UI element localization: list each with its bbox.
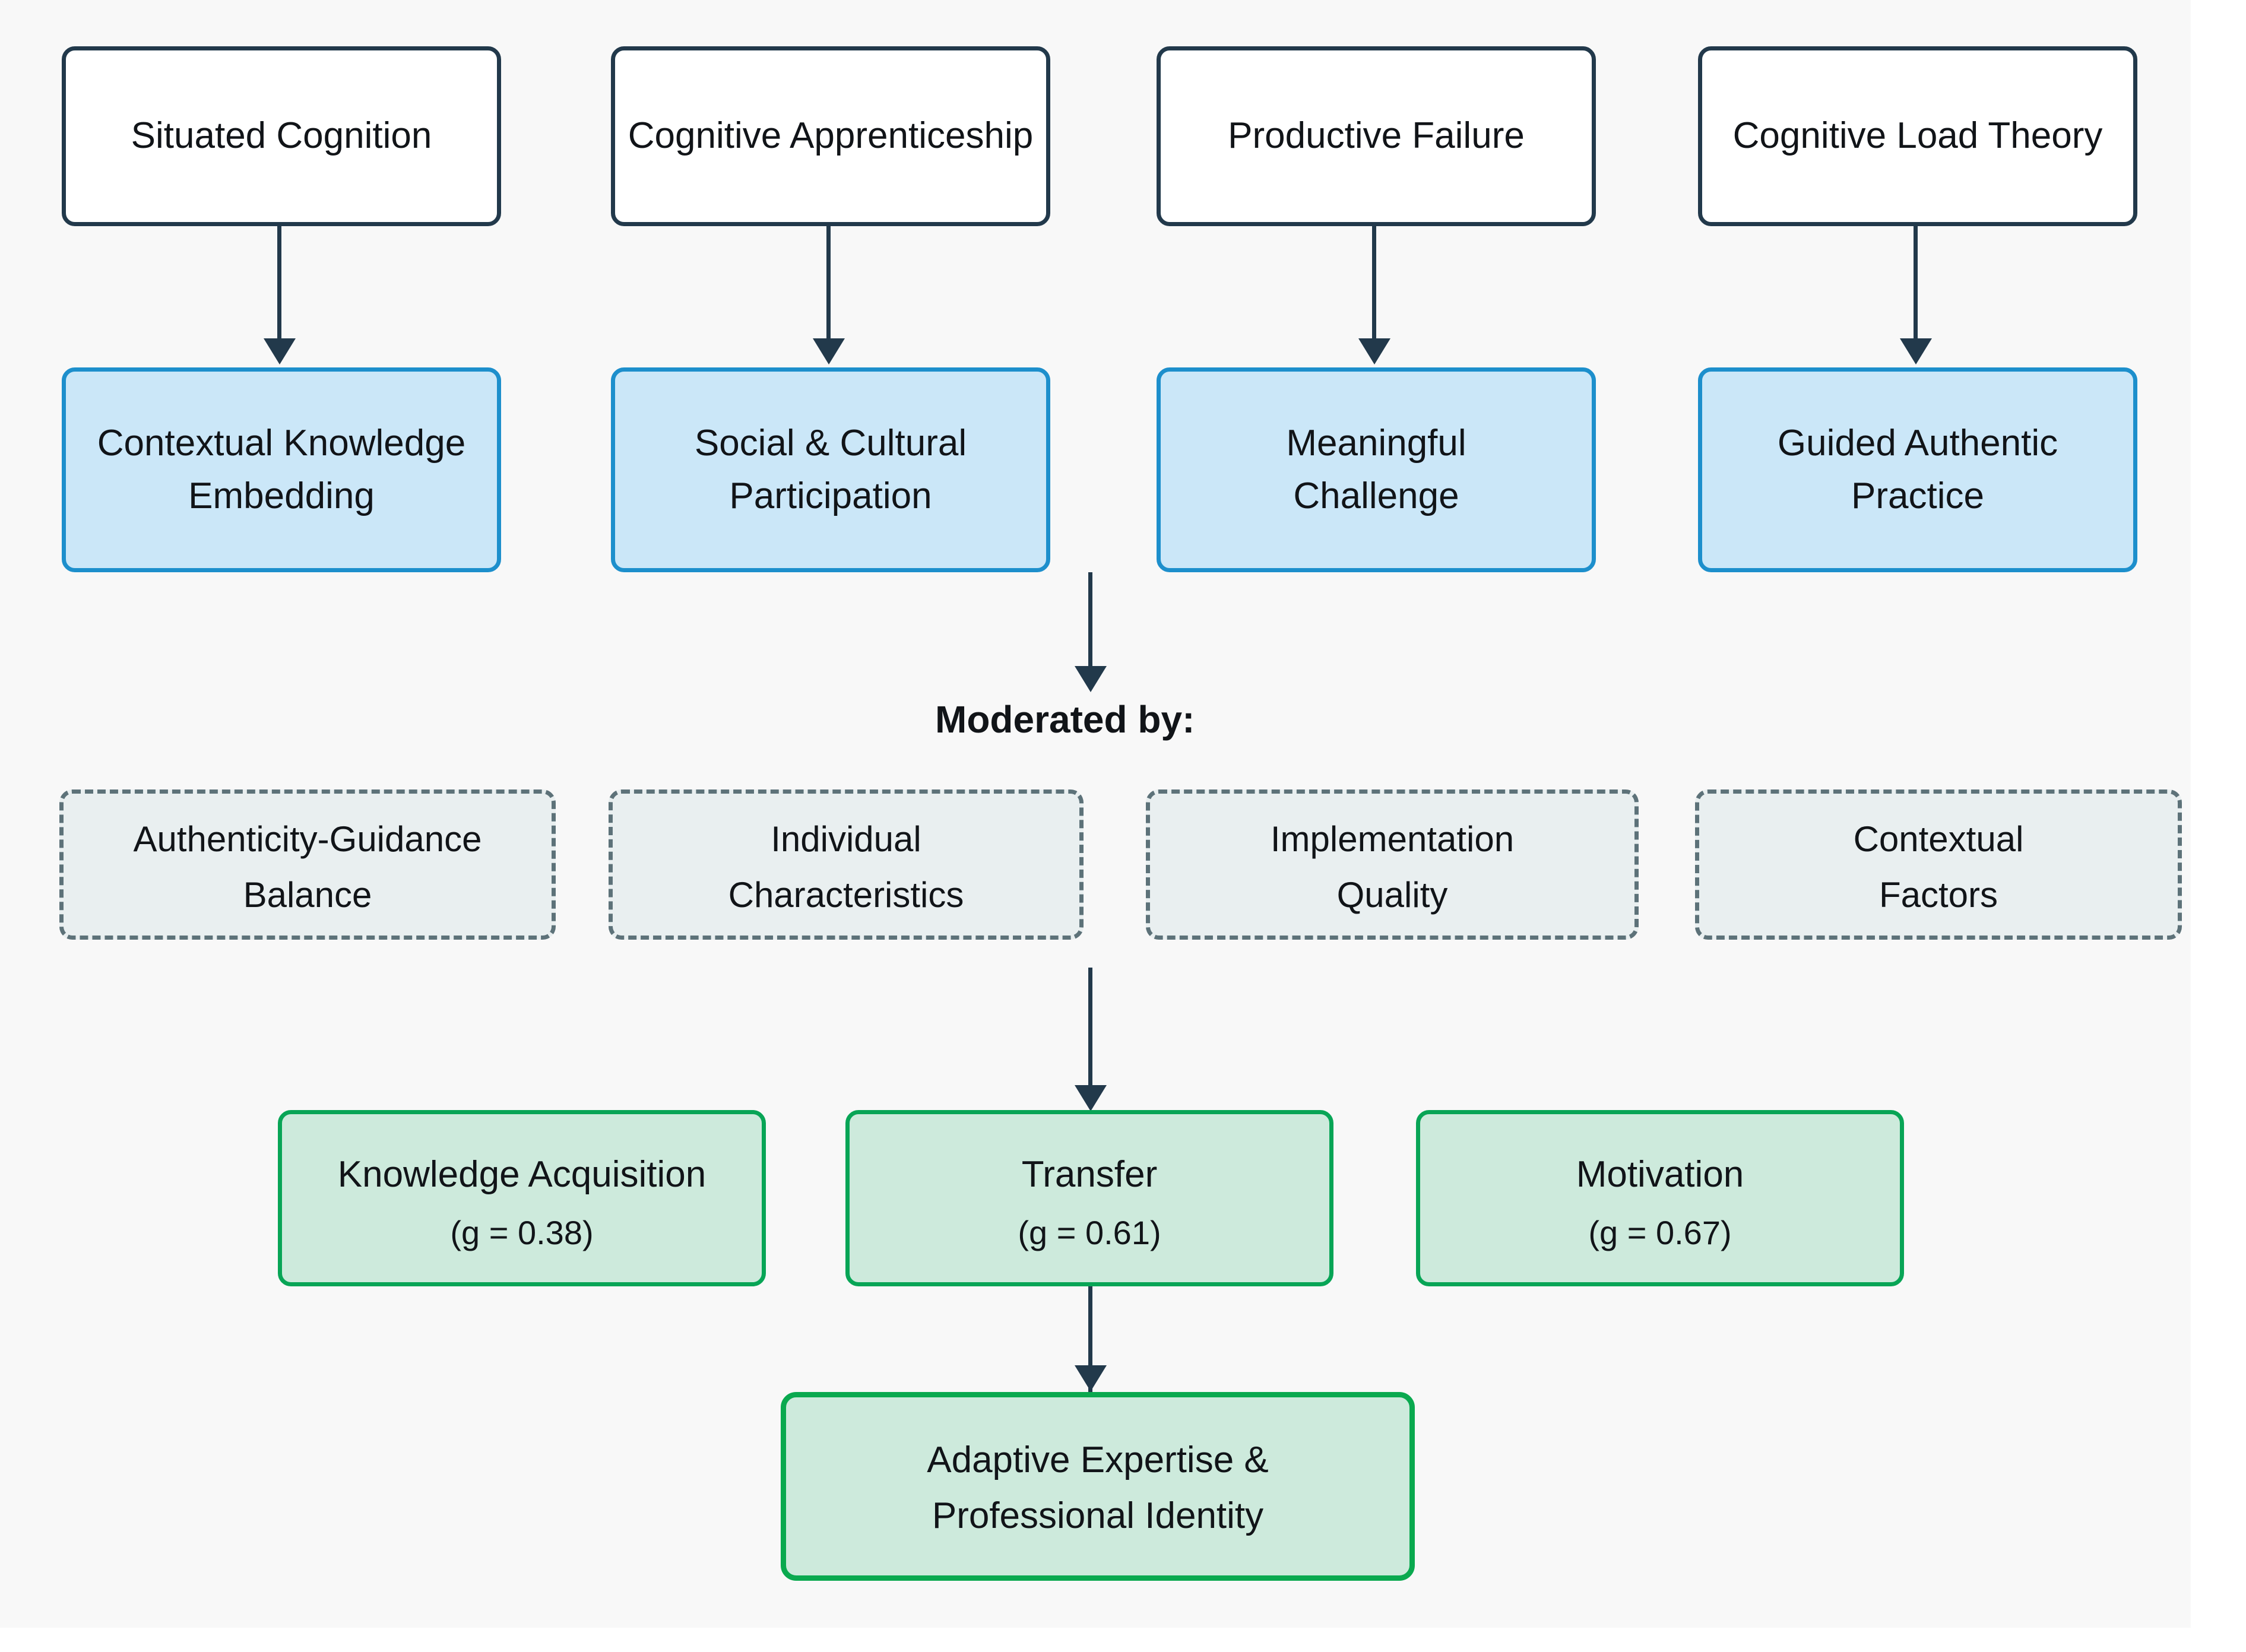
arrow-shaft (277, 226, 281, 348)
arrow-shaft (1914, 226, 1918, 348)
diagram-canvas: Situated Cognition Cognitive Apprentices… (59, 46, 2182, 1581)
outcome-effect-size: (g = 0.38) (450, 1213, 594, 1251)
mechanism-label-line2: Participation (729, 475, 932, 516)
final-outcome-line2: Professional Identity (932, 1495, 1264, 1536)
outcome-label: Transfer (1021, 1153, 1158, 1195)
outcome-box-transfer[interactable]: Transfer (g = 0.61) (845, 1110, 1333, 1286)
theory-label: Productive Failure (1228, 115, 1525, 157)
arrow-head (1075, 1365, 1107, 1391)
arrow-head (264, 338, 296, 364)
outcome-label: Motivation (1576, 1153, 1744, 1195)
theory-label: Situated Cognition (131, 115, 432, 157)
mechanism-label-line1: Guided Authentic (1777, 423, 2058, 464)
arrow-head (1075, 1085, 1107, 1111)
theory-label: Cognitive Apprenticeship (628, 115, 1034, 157)
arrow-head (1900, 338, 1932, 364)
arrow-shaft (1088, 968, 1092, 1095)
final-outcome-line1: Adaptive Expertise & (927, 1439, 1269, 1480)
mechanism-label-line1: Contextual Knowledge (97, 423, 466, 464)
moderator-box-authenticity-guidance-balance[interactable]: Authenticity-Guidance Balance (59, 789, 556, 940)
theory-box-productive-failure[interactable]: Productive Failure (1157, 46, 1596, 226)
moderator-box-implementation-quality[interactable]: Implementation Quality (1146, 789, 1639, 940)
arrow-shaft (1088, 1286, 1092, 1393)
theory-box-cognitive-apprenticeship[interactable]: Cognitive Apprenticeship (611, 46, 1050, 226)
moderator-label-line2: Quality (1336, 874, 1448, 915)
mechanism-label-line2: Practice (1851, 475, 1984, 516)
arrow-shaft (826, 226, 831, 348)
moderator-box-individual-characteristics[interactable]: Individual Characteristics (609, 789, 1084, 940)
outcome-effect-size: (g = 0.67) (1588, 1213, 1732, 1251)
final-outcome-box-adaptive-expertise[interactable]: Adaptive Expertise & Professional Identi… (781, 1392, 1415, 1581)
moderator-box-contextual-factors[interactable]: Contextual Factors (1695, 789, 2182, 940)
moderator-label-line2: Balance (243, 874, 372, 915)
mechanism-box-social-cultural-participation[interactable]: Social & Cultural Participation (611, 367, 1050, 572)
mechanism-label-line1: Social & Cultural (694, 423, 967, 464)
moderator-label-line1: Authenticity-Guidance (133, 819, 482, 860)
mechanism-box-guided-authentic-practice[interactable]: Guided Authentic Practice (1698, 367, 2137, 572)
moderated-by-label: Moderated by: (935, 698, 1195, 741)
theory-label: Cognitive Load Theory (1732, 115, 2103, 157)
mechanism-box-contextual-knowledge-embedding[interactable]: Contextual Knowledge Embedding (62, 367, 501, 572)
moderator-label-line1: Individual (771, 819, 921, 860)
outcome-box-knowledge-acquisition[interactable]: Knowledge Acquisition (g = 0.38) (278, 1110, 766, 1286)
arrow-shaft (1372, 226, 1376, 348)
arrow-shaft (1088, 572, 1092, 676)
mechanism-label-line2: Embedding (188, 475, 375, 516)
moderator-label-line1: Implementation (1270, 819, 1515, 860)
outcome-box-motivation[interactable]: Motivation (g = 0.67) (1416, 1110, 1904, 1286)
arrow-head (813, 338, 845, 364)
moderator-label-line2: Characteristics (728, 874, 964, 915)
moderator-label-line2: Factors (1878, 874, 1998, 915)
moderator-label-line1: Contextual (1853, 819, 2024, 860)
arrow-head (1075, 666, 1107, 692)
outcome-label: Knowledge Acquisition (337, 1153, 707, 1195)
mechanism-box-meaningful-challenge[interactable]: Meaningful Challenge (1157, 367, 1596, 572)
mechanism-label-line1: Meaningful (1286, 423, 1466, 464)
theory-box-situated-cognition[interactable]: Situated Cognition (62, 46, 501, 226)
outcome-effect-size: (g = 0.61) (1018, 1213, 1161, 1251)
theory-box-cognitive-load-theory[interactable]: Cognitive Load Theory (1698, 46, 2137, 226)
arrow-head (1358, 338, 1390, 364)
mechanism-label-line2: Challenge (1293, 475, 1459, 516)
